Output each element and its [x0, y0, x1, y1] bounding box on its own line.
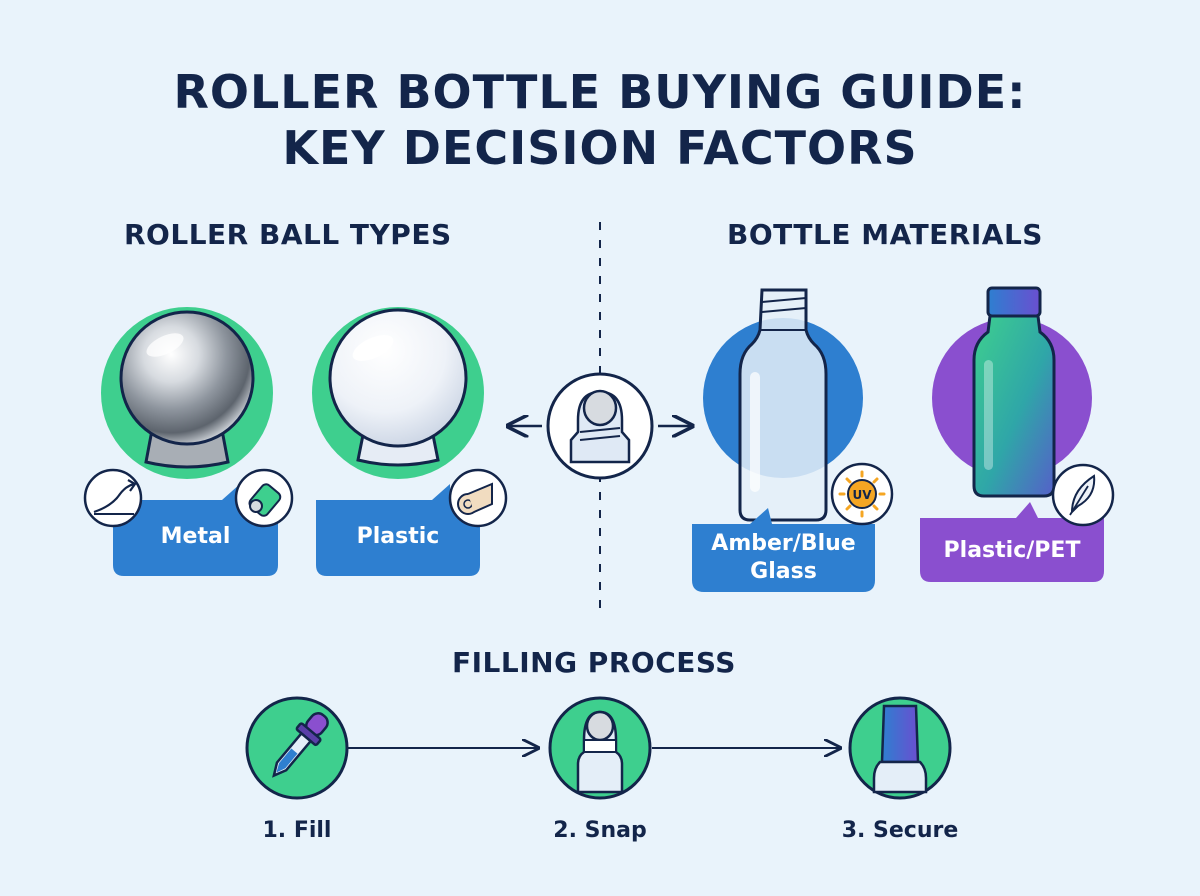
- page-title-line-2: KEY DECISION FACTORS: [282, 121, 918, 175]
- uv-sun-icon: UV: [830, 462, 894, 526]
- pet-bottle-illustration: [932, 286, 1092, 498]
- glass-bottle-illustration: [703, 288, 863, 522]
- roller-ball-types-heading: ROLLER BALL TYPES: [124, 218, 452, 251]
- smooth-glide-curve-icon: [83, 468, 143, 528]
- roller-top-icon: [548, 696, 652, 800]
- fabric-roll-icon: [448, 468, 508, 528]
- glass-label: Amber/Blue Glass: [692, 530, 875, 586]
- glass-label-line-2: Glass: [750, 559, 817, 584]
- center-roller-bottle-icon: [546, 372, 654, 480]
- feather-lightweight-icon: [1051, 463, 1115, 527]
- step-snap-label: 2. Snap: [553, 818, 647, 843]
- plastic-label: Plastic: [356, 524, 440, 549]
- capped-bottle-icon: [848, 696, 952, 800]
- dropper-icon: [245, 696, 349, 800]
- bottle-materials-heading: BOTTLE MATERIALS: [727, 218, 1043, 251]
- step-secure-label: 3. Secure: [841, 818, 959, 843]
- roller-cap-icon: [234, 468, 294, 528]
- filling-process-heading: FILLING PROCESS: [452, 646, 736, 679]
- step-fill-label: 1. Fill: [262, 818, 332, 843]
- plastic-ball-illustration: [312, 307, 484, 479]
- pet-label: Plastic/PET: [943, 538, 1081, 563]
- metal-ball-illustration: [101, 307, 273, 479]
- uv-badge-text: UV: [852, 488, 872, 502]
- metal-label: Metal: [160, 524, 231, 549]
- glass-label-line-1: Amber/Blue: [711, 531, 856, 556]
- page-title-line-1: ROLLER BOTTLE BUYING GUIDE:: [173, 65, 1027, 119]
